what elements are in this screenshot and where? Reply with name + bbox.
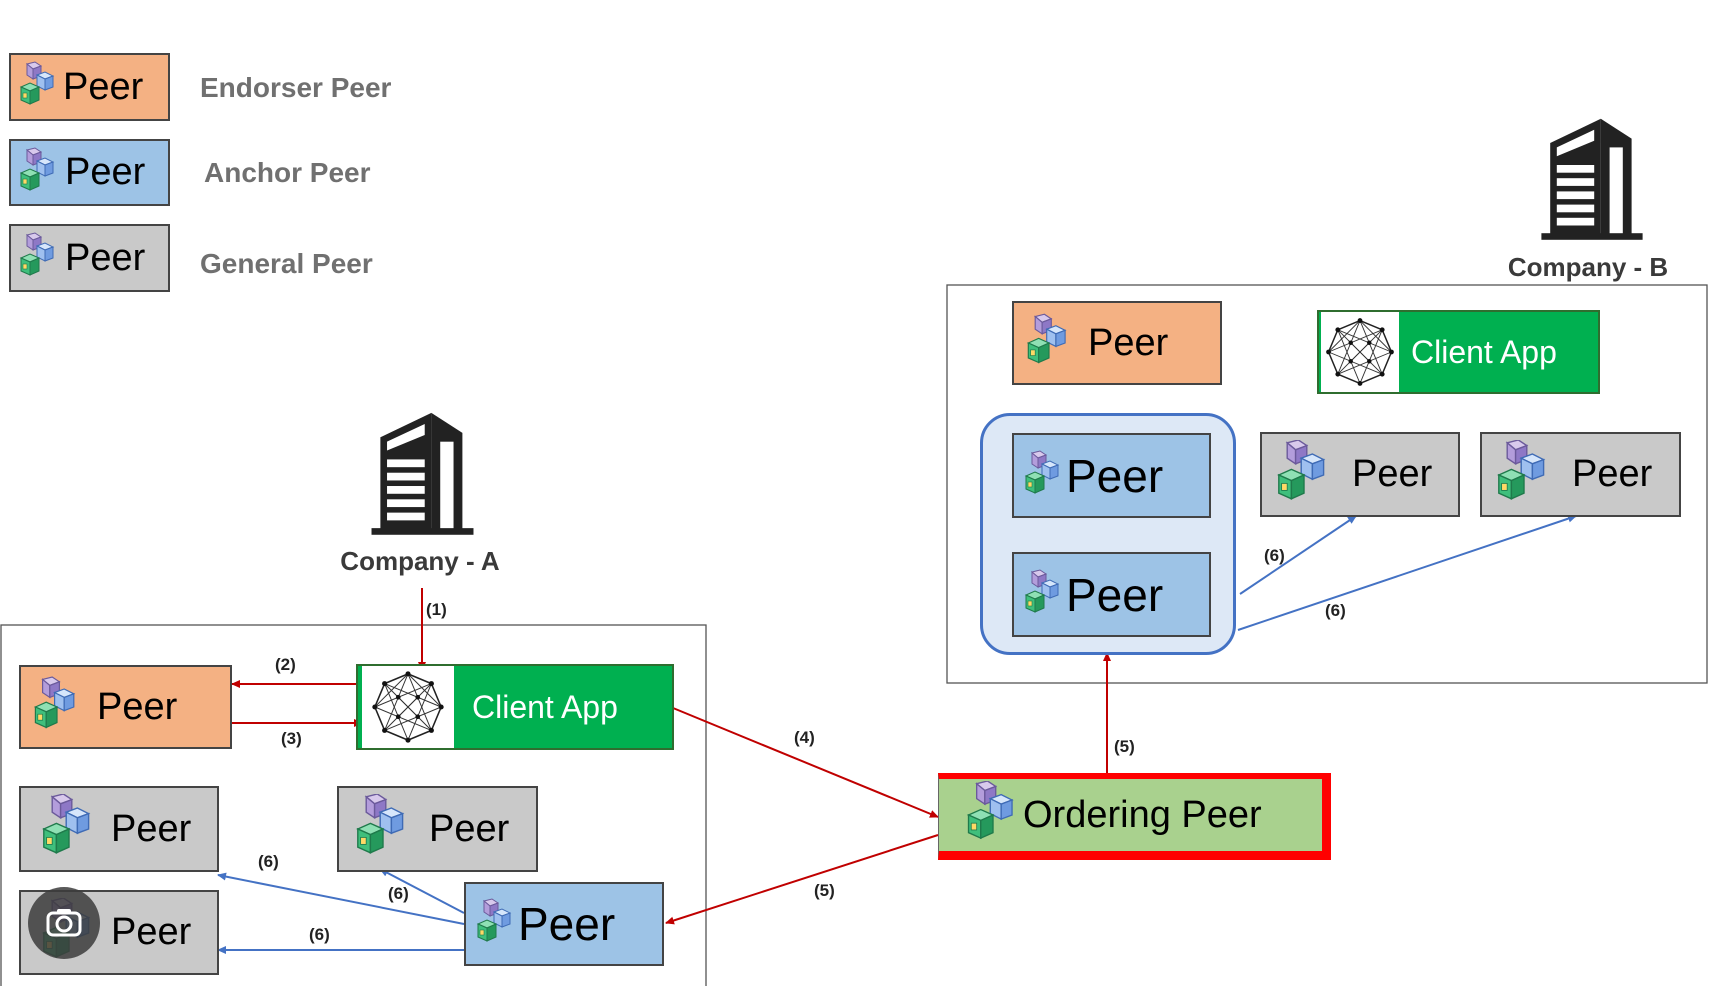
company-b-anchor-peer-2[interactable]: Peer (1012, 552, 1211, 637)
step-label-5-b: (5) (1114, 737, 1135, 756)
legend-peer-label: Peer (63, 65, 144, 108)
company-b-label: Company - B (1507, 252, 1669, 282)
ordering-peer[interactable]: Ordering Peer (938, 773, 1331, 860)
peer-cubes-icon (19, 230, 59, 286)
legend-anchor-description: Anchor Peer (204, 157, 371, 188)
network-mesh-icon (1323, 315, 1397, 389)
step-label-6-b2: (6) (1325, 601, 1346, 620)
company-a-endorser-peer[interactable]: Peer (19, 665, 232, 749)
building-icon (360, 404, 485, 537)
company-a-general-peer-1[interactable]: Peer (19, 786, 219, 872)
camera-lens-icon[interactable] (28, 887, 100, 959)
arrow-step-4 (672, 707, 939, 818)
legend-peer-label: Peer (65, 151, 146, 193)
company-b-anchor-peer-1[interactable]: Peer (1012, 433, 1211, 518)
legend-endorser-peer: Peer (9, 53, 170, 121)
company-a-client-app[interactable]: Client App (356, 664, 674, 750)
building-icon (1528, 110, 1656, 242)
company-a-label: Company - A (340, 546, 500, 576)
legend-anchor-peer: Peer (9, 139, 170, 206)
peer-cubes-icon (1496, 440, 1552, 510)
company-b-endorser-peer[interactable]: Peer (1012, 301, 1222, 385)
arrow-step-6-b2 (1237, 514, 1577, 631)
company-b-container (946, 284, 1708, 684)
arrow-step-6-a2 (379, 868, 465, 914)
arrow-step-5-to-company-a (665, 834, 939, 925)
peer-cubes-icon (19, 145, 59, 201)
arrow-step-6-b1 (1239, 515, 1357, 595)
peer-cubes-icon (476, 889, 516, 959)
company-b-general-peer-2[interactable]: Peer (1480, 432, 1681, 517)
company-b-general-peer-1[interactable]: Peer (1260, 432, 1460, 517)
peer-cubes-icon (33, 673, 81, 741)
peer-cubes-icon (965, 781, 1021, 849)
step-label-1: (1) (426, 600, 447, 619)
step-label-6-b1: (6) (1264, 546, 1285, 565)
step-label-4: (4) (794, 728, 815, 747)
peer-cubes-icon (1276, 440, 1332, 510)
legend-general-description: General Peer (200, 248, 373, 279)
peer-cubes-icon (19, 59, 59, 115)
step-label-5-a: (5) (814, 881, 835, 900)
step-label-3: (3) (281, 729, 302, 748)
step-label-6-a3: (6) (309, 925, 330, 944)
peer-cubes-icon (1026, 310, 1072, 376)
peer-cubes-icon (39, 794, 99, 864)
legend-peer-label: Peer (65, 236, 146, 279)
step-label-6-a1: (6) (258, 852, 279, 871)
arrow-step-6-a1 (217, 872, 465, 925)
network-mesh-icon (366, 668, 450, 746)
peer-cubes-icon (1024, 441, 1064, 511)
step-label-6-a2: (6) (388, 884, 409, 903)
company-a-container (0, 624, 707, 986)
company-b-client-app[interactable]: Client App (1317, 310, 1600, 394)
peer-cubes-icon (1024, 560, 1064, 630)
company-a-general-peer-2[interactable]: Peer (337, 786, 538, 872)
peer-cubes-icon (353, 794, 413, 864)
company-a-anchor-peer[interactable]: Peer (464, 882, 664, 966)
legend-endorser-description: Endorser Peer (200, 72, 392, 103)
step-label-2: (2) (275, 655, 296, 674)
legend-general-peer: Peer (9, 224, 170, 292)
